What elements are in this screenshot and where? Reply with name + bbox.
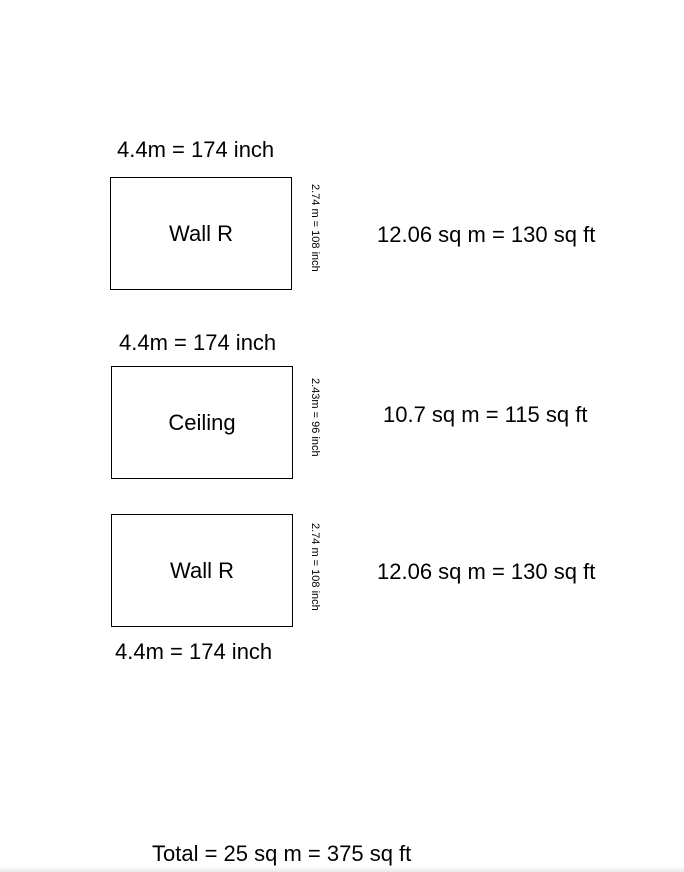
panel-2-height-label: 2.43m = 96 inch (309, 378, 321, 457)
panel-3-width-label: 4.4m = 174 inch (115, 639, 273, 664)
panel-2-name: Ceiling (168, 409, 236, 435)
panel-1-height-label: 2.74 m = 108 inch (309, 184, 321, 272)
panel-1-name: Wall R (169, 220, 233, 246)
total-area-label: Total = 25 sq m = 375 sq ft (152, 841, 412, 866)
page-bottom-edge (0, 866, 684, 872)
panel-2-width-label: 4.4m = 174 inch (119, 330, 277, 355)
panel-1-width-label: 4.4m = 174 inch (117, 137, 275, 162)
panel-3-area-label: 12.06 sq m = 130 sq ft (377, 559, 596, 584)
panel-3-wall-r-box: Wall R (111, 514, 293, 627)
panel-3-height-label: 2.74 m = 108 inch (309, 523, 321, 611)
panel-1-area-label: 12.06 sq m = 130 sq ft (377, 222, 596, 247)
panel-3-name: Wall R (170, 557, 234, 583)
panel-2-ceiling-box: Ceiling (111, 366, 293, 479)
panel-1-wall-r-box: Wall R (110, 177, 292, 290)
panel-2-area-label: 10.7 sq m = 115 sq ft (383, 402, 588, 427)
